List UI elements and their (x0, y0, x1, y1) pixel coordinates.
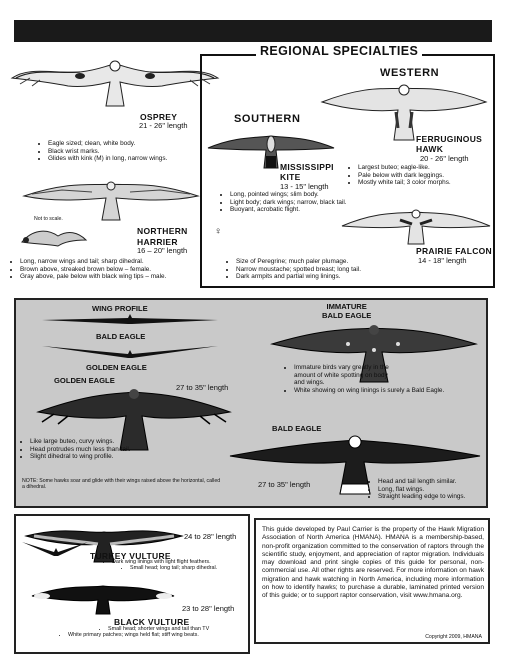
golden-notes: Like large buteo, curvy wings. Head prot… (22, 438, 150, 461)
female-symbol-icon: ♀ (214, 226, 223, 237)
note-item: Gray above, pale below with black wing t… (20, 273, 210, 281)
bald-eagle-title: BALD EAGLE (272, 424, 322, 433)
kite-name: MISSISSIPPI KITE (280, 162, 334, 182)
bald-length: 27 to 35" length (258, 480, 311, 489)
ferruginous-name-line2: HAWK (416, 144, 444, 154)
note-item: Mostly white tail; 3 color morphs. (358, 179, 498, 187)
black-length: 23 to 28" length (182, 604, 235, 613)
note-item: Brown above, streaked brown below – fema… (20, 266, 210, 274)
harrier-name-line2: HARRIER (137, 237, 178, 247)
hmana-info-text: This guide developed by Paul Carrier is … (262, 526, 484, 600)
turkey-notes: Dark wing linings with light flight feat… (104, 559, 258, 572)
falcon-length: 14 - 18" length (418, 256, 467, 265)
ferruginous-name: FERRUGINOUS HAWK (416, 134, 482, 154)
note-item: Slight dihedral to wing profile. (30, 453, 150, 461)
header-bar (14, 20, 492, 42)
immature-title-line1: IMMATURE (326, 302, 367, 311)
note-item: Long, flat wings. (378, 486, 496, 494)
mississippi-kite-illustration (206, 130, 336, 170)
falcon-notes: Size of Peregrine; much paler plumage. N… (228, 258, 416, 281)
note-item: Dark armpits and partial wing linings. (236, 273, 416, 281)
copyright: Copyright 2009, HMANA (425, 634, 482, 640)
note-item: Buoyant, acrobatic flight. (230, 206, 360, 214)
ferruginous-length: 20 - 26" length (420, 154, 469, 163)
note-item: Dark wing linings with light flight feat… (112, 559, 258, 565)
note-item: Eagle sized; clean, white body. (48, 140, 218, 148)
turkey-length: 24 to 28" length (184, 532, 237, 541)
note-item: Size of Peregrine; much paler plumage. (236, 258, 416, 266)
golden-eagle-profile-illustration (40, 342, 220, 360)
turkey-vulture-name: TURKEY VULTURE (90, 551, 171, 561)
turkey-vulture-profile-illustration (20, 538, 90, 558)
osprey-illustration (10, 52, 220, 110)
osprey-notes: Eagle sized; clean, white body. Black wr… (40, 140, 218, 163)
golden-eagle-title: GOLDEN EAGLE (54, 376, 115, 385)
bald-eagle-profile-illustration (40, 312, 220, 328)
black-vulture-illustration (28, 578, 178, 618)
note-item: Immature birds vary greatly in the amoun… (294, 364, 398, 387)
osprey-name: OSPREY (140, 112, 178, 122)
immature-notes: Immature birds vary greatly in the amoun… (286, 364, 444, 394)
note-item: Small head; shorter wings and tail than … (108, 626, 258, 632)
note-item: Largest buteo; eagle-like. (358, 164, 498, 172)
ferruginous-notes: Largest buteo; eagle-like. Pale below wi… (350, 164, 498, 187)
harrier-notes: Long, narrow wings and tail; sharp dihed… (12, 258, 210, 281)
immature-title-line2: BALD EAGLE (322, 311, 372, 320)
profile-golden-label: GOLDEN EAGLE (86, 363, 147, 372)
harrier-name: NORTHERN ♀ HARRIER (137, 226, 222, 247)
immature-bald-eagle-illustration (268, 322, 480, 386)
note-item: Long, narrow wings and tail; sharp dihed… (20, 258, 210, 266)
note-item: Black wrist marks. (48, 148, 218, 156)
note-item: Narrow moustache; spotted breast; long t… (236, 266, 416, 274)
prairie-falcon-illustration (340, 206, 492, 246)
southern-heading: SOUTHERN (234, 113, 301, 125)
harrier-name-line1: NORTHERN (137, 226, 188, 236)
kite-name-line2: KITE (280, 172, 301, 182)
note-item: Pale below with dark leggings. (358, 172, 498, 180)
wing-profile-label: WING PROFILE (92, 304, 148, 313)
harrier-perched-illustration (18, 222, 88, 250)
harrier-illustration (22, 176, 200, 222)
kite-notes: Long, pointed wings; slim body. Light bo… (222, 191, 360, 214)
note-item: Straight leading edge to wings. (378, 493, 496, 501)
golden-length: 27 to 35" length (176, 383, 229, 392)
regional-title: REGIONAL SPECIALTIES (256, 44, 423, 58)
ferruginous-name-line1: FERRUGINOUS (416, 134, 483, 144)
western-heading: WESTERN (380, 67, 440, 79)
bald-eagle-illustration (226, 430, 484, 500)
osprey-length: 21 - 26" length (139, 121, 188, 130)
note-item: Glides with kink (M) in long, narrow win… (48, 155, 218, 163)
not-to-scale-note: Not to scale. (34, 216, 63, 222)
note-item: Head and tail length similar. (378, 478, 496, 486)
dihedral-footnote: NOTE: Some hawks soar and glide with the… (22, 478, 221, 491)
immature-title: IMMATURE BALD EAGLE (322, 302, 371, 320)
black-notes: Small head; shorter wings and tail than … (60, 626, 258, 639)
note-item: White primary patches; wings held flat; … (68, 632, 258, 638)
note-item: White showing on wing linings is surely … (294, 387, 474, 395)
note-item: Small head; long tail; sharp dihedral. (130, 565, 258, 571)
profile-bald-label: BALD EAGLE (96, 332, 146, 341)
golden-eagle-illustration (34, 384, 234, 456)
note-item: Long, pointed wings; slim body. (230, 191, 360, 199)
harrier-length: 16 – 20" length (137, 246, 188, 255)
info-box: This guide developed by Paul Carrier is … (254, 518, 490, 644)
note-item: Like large buteo, curvy wings. (30, 438, 150, 446)
ferruginous-hawk-illustration (318, 84, 490, 144)
turkey-vulture-illustration (24, 520, 184, 564)
note-item: Light body; dark wings; narrow, black ta… (230, 199, 360, 207)
black-vulture-name: BLACK VULTURE (114, 617, 190, 627)
bald-notes: Head and tail length similar. Long, flat… (370, 478, 496, 501)
kite-length: 13 - 15" length (280, 182, 329, 191)
falcon-name: PRAIRIE FALCON (416, 246, 492, 256)
note-item: Head protrudes much less than tail. (30, 446, 150, 454)
kite-name-line1: MISSISSIPPI (280, 162, 334, 172)
